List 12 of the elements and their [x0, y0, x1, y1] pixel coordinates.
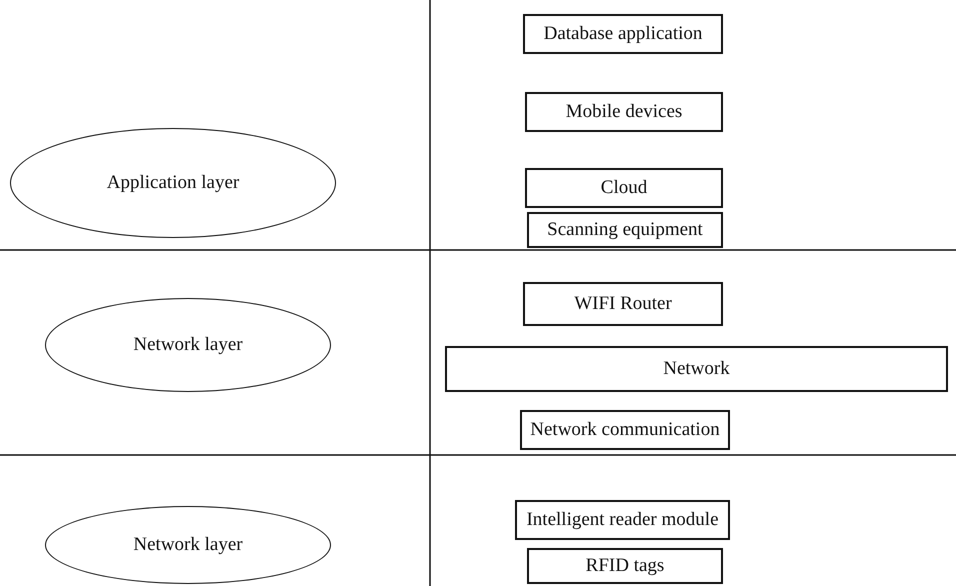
component-box: Network — [445, 346, 948, 392]
component-box: Scanning equipment — [527, 212, 723, 248]
component-box: Intelligent reader module — [515, 500, 730, 540]
component-box: WIFI Router — [523, 282, 723, 326]
component-box: Mobile devices — [525, 92, 723, 132]
component-box: Database application — [523, 14, 723, 54]
layer-ellipse: Application layer — [10, 128, 336, 238]
layer-ellipse: Network layer — [45, 506, 331, 584]
layer-ellipse: Network layer — [45, 298, 331, 392]
component-box: RFID tags — [527, 548, 723, 584]
component-box: Network communication — [520, 410, 730, 450]
component-box: Cloud — [525, 168, 723, 208]
